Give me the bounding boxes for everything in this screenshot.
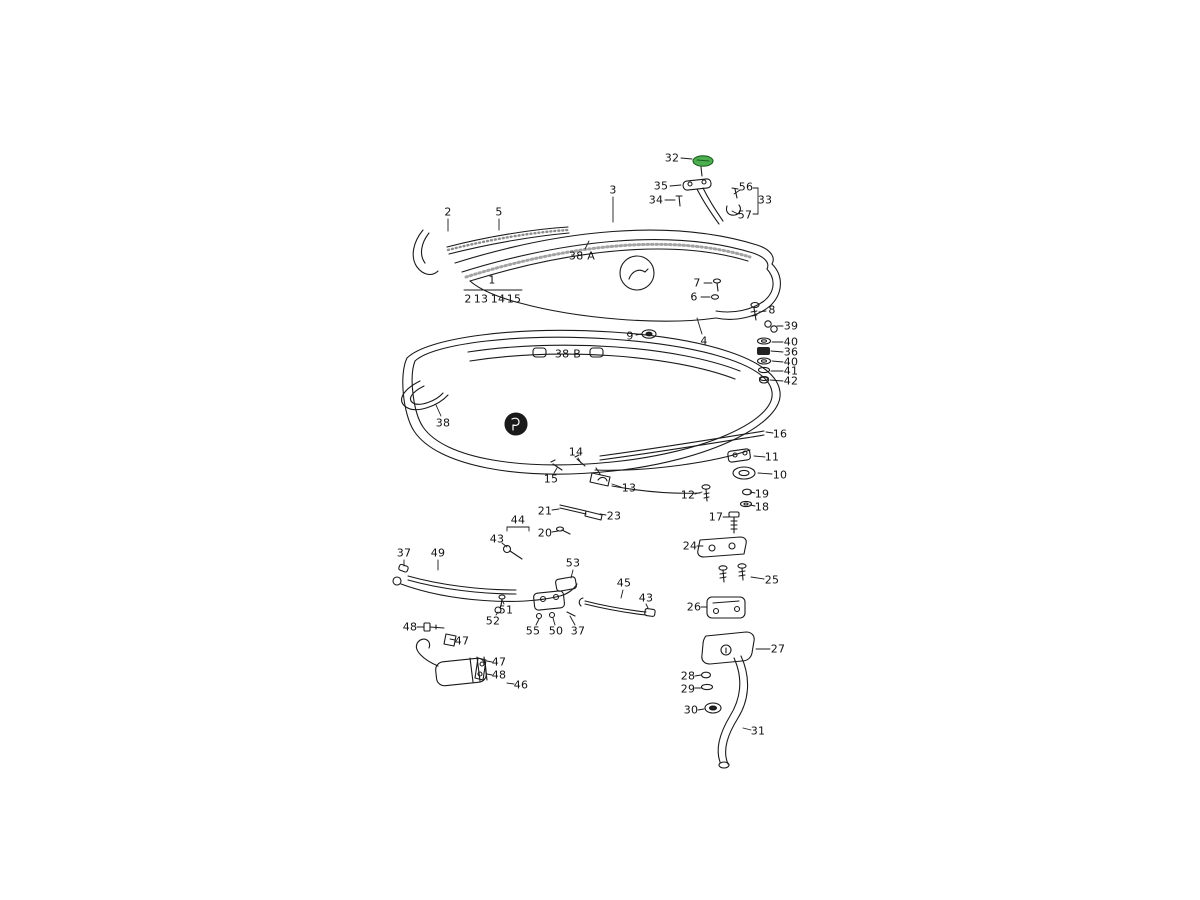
upper-lid-assembly bbox=[412, 226, 781, 322]
hinge-lock-column bbox=[697, 448, 756, 769]
fastener-stack bbox=[641, 278, 778, 384]
lower-lid-seal bbox=[401, 329, 781, 494]
hinge-cluster bbox=[675, 155, 741, 225]
release-cable-assembly bbox=[392, 563, 656, 687]
crest-emblem bbox=[504, 412, 528, 436]
leader-lines bbox=[403, 157, 784, 731]
striker-parts bbox=[502, 454, 611, 560]
